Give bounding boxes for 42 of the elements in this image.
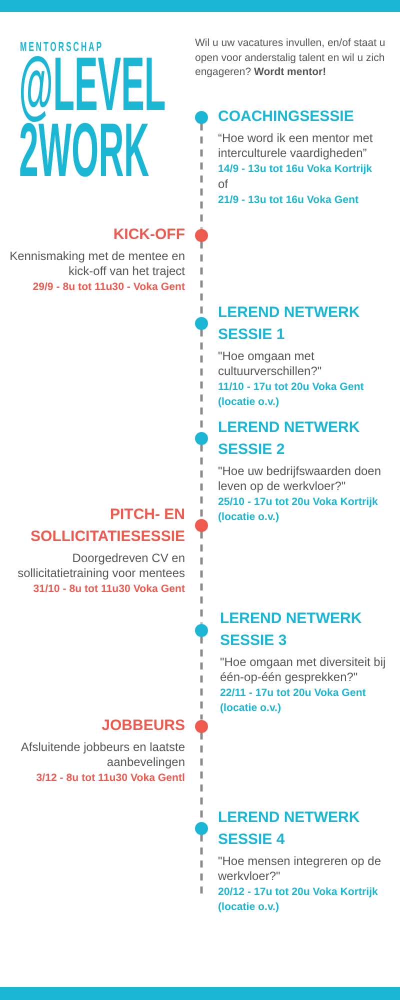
event-date: 14/9 - 13u tot 16u Voka Kortrijk bbox=[218, 162, 372, 177]
event-date: 20/12 - 17u tot 20u Voka Kortrijk (locatie o.v.) bbox=[218, 884, 379, 916]
event-date: 3/12 - 8u tot 11u30 Voka Gentl bbox=[36, 770, 185, 786]
event-date: 25/10 - 17u tot 20u Voka Kortrijk (locatie o.v.) bbox=[218, 494, 379, 526]
dashed-line bbox=[200, 532, 203, 624]
event-date: 21/9 - 13u tot 16u Voka Gent bbox=[218, 192, 359, 208]
dashed-line bbox=[200, 444, 203, 518]
event-title: LEREND NETWERK SESSIE 3 bbox=[220, 609, 363, 651]
event-title: JOBBEURS bbox=[102, 716, 185, 736]
event-description: "Hoe mensen integreren op de werkvloer?" bbox=[218, 854, 382, 885]
timeline-dot bbox=[195, 624, 208, 636]
event-date: 29/9 - 8u tot 11u30 - Voka Gent bbox=[32, 280, 185, 295]
event-description: Afsluitende jobbeurs en laatste aanbevelingen bbox=[20, 740, 185, 771]
event-title: LEREND NETWERK SESSIE 2 bbox=[218, 418, 361, 460]
timeline-dot bbox=[195, 518, 208, 532]
event-note: of bbox=[218, 177, 228, 193]
event-description: Kennismaking met de mentee en kick-off van het traject bbox=[8, 249, 185, 280]
dashed-line bbox=[200, 636, 203, 720]
timeline-dot bbox=[195, 822, 208, 834]
event-title: COACHINGSESSIE bbox=[218, 107, 354, 127]
event-description: Doorgedreven CV en sollicitatietraining voor mentees bbox=[16, 551, 185, 582]
dashed-line bbox=[200, 242, 203, 316]
subtitle: MENTORSCHAP bbox=[20, 40, 104, 54]
event-title: LEREND NETWERK SESSIE 1 bbox=[218, 303, 361, 345]
event-description: "Hoe uw bedrijfswaarden doen leven op de werkvloer?" bbox=[218, 464, 382, 495]
event-description: "Hoe omgaan met diversiteit bij één-op-één gesprekken?" bbox=[220, 655, 387, 686]
title-heading: @LEVEL 2WORK bbox=[19, 52, 166, 184]
event-description: "Hoe omgaan met cultuurverschillen?" bbox=[218, 349, 323, 380]
timeline-dot bbox=[195, 720, 208, 732]
timeline-dot bbox=[195, 432, 208, 444]
event-date: 31/10 - 8u tot 11u30 Voka Gent bbox=[33, 582, 185, 597]
event-description: “Hoe word ik een mentor met interculturele vaardigheden” bbox=[218, 131, 374, 162]
event-title: PITCH- EN SOLLICITATIESESSIE bbox=[30, 505, 185, 547]
dashed-line bbox=[200, 124, 203, 228]
event-title: LEREND NETWERK SESSIE 4 bbox=[218, 808, 361, 850]
event-date: 11/10 - 17u tot 20u Voka Gent (locatie o.v.) bbox=[218, 380, 365, 410]
intro-paragraph: Wil u uw vacatures invullen, en/of staat u open voor anderstalig talent en wil u zich engageren? Wordt mentor! bbox=[195, 36, 386, 80]
timeline-dot bbox=[195, 316, 208, 330]
event-title: KICK-OFF bbox=[113, 225, 185, 245]
event-date: 22/11 - 17u tot 20u Voka Gent (locatie o.v.) bbox=[220, 686, 367, 716]
timeline-dot bbox=[195, 110, 208, 124]
timeline-dot bbox=[195, 228, 208, 242]
